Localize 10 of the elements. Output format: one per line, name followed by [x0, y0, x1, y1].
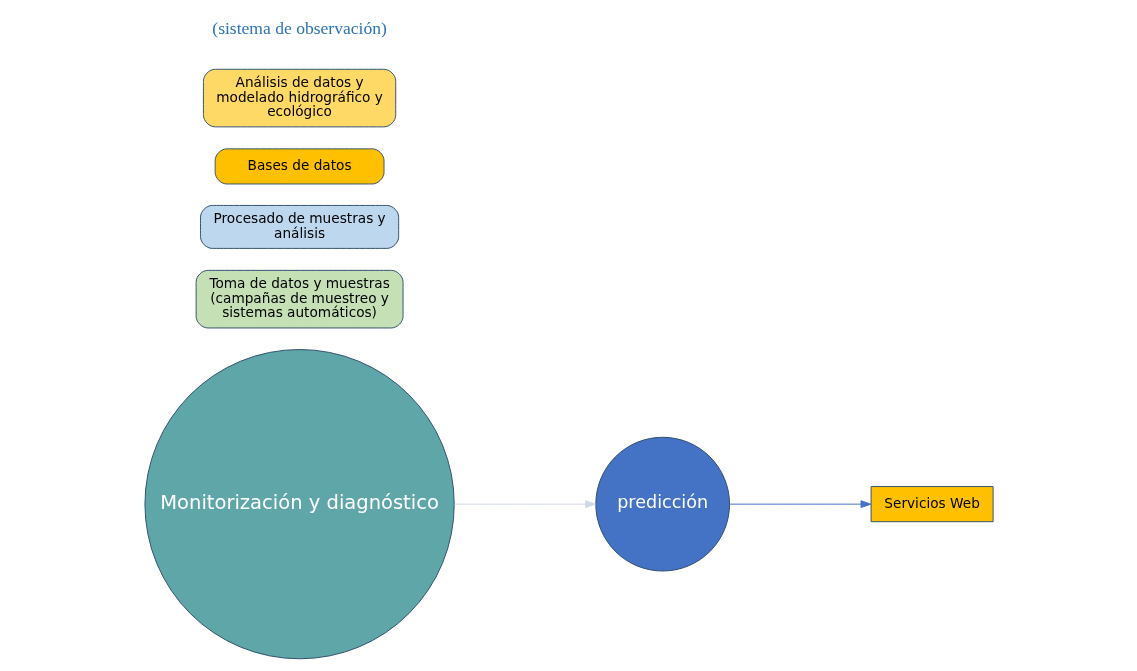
arrow	[728, 500, 871, 509]
arrow	[453, 500, 596, 509]
node-box: Procesado de muestras y análisis	[199, 204, 399, 249]
node-box: Toma de datos y muestras (campañas de muestreo y sistemas automáticos)	[195, 269, 404, 329]
node-box: Análisis de datos y modelado hidrográfico y ecológico	[202, 68, 396, 128]
node-box: Bases de datos	[214, 148, 384, 185]
node-box: Servicios Web	[870, 486, 994, 523]
node-circle: Monitorización y diagnóstico	[143, 349, 455, 660]
node-circle: predicción	[594, 436, 730, 572]
label: (sistema de observación)	[211, 18, 387, 39]
